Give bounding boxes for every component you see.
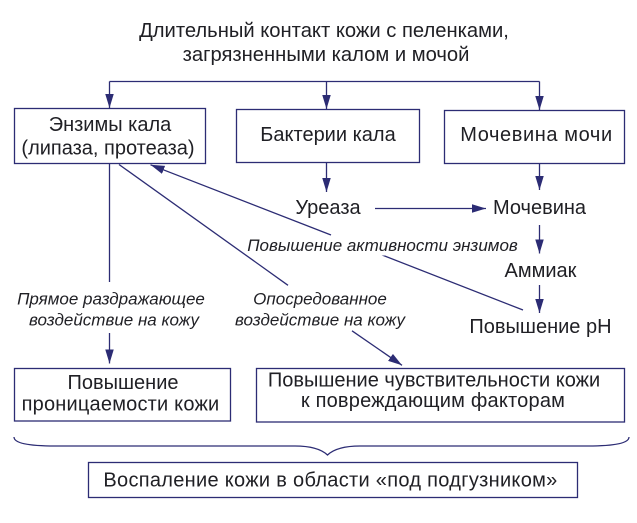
- svg-text:Повышение pH: Повышение pH: [469, 316, 611, 338]
- svg-text:воздействие на кожу: воздействие на кожу: [29, 311, 200, 330]
- svg-text:Аммиак: Аммиак: [505, 260, 577, 282]
- svg-text:Мочевина мочи: Мочевина мочи: [460, 124, 612, 146]
- svg-text:Длительный контакт кожи с пеле: Длительный контакт кожи с пеленками,: [139, 20, 509, 42]
- svg-text:Уреаза: Уреаза: [295, 197, 361, 219]
- svg-text:Повышение: Повышение: [67, 372, 178, 394]
- svg-text:Мочевина: Мочевина: [493, 197, 587, 219]
- svg-text:загрязненными калом и мочой: загрязненными калом и мочой: [183, 44, 470, 66]
- svg-text:Опосредованное: Опосредованное: [253, 290, 387, 309]
- svg-text:Прямое раздражающее: Прямое раздражающее: [17, 290, 205, 309]
- svg-text:воздействие на кожу: воздействие на кожу: [235, 311, 406, 330]
- svg-text:Повышение чувствительности кож: Повышение чувствительности кожи: [268, 370, 600, 392]
- svg-text:проницаемости кожи: проницаемости кожи: [22, 394, 220, 416]
- svg-text:Бактерии кала: Бактерии кала: [260, 124, 396, 146]
- svg-text:Воспаление кожи в области «под: Воспаление кожи в области «под подгузник…: [103, 470, 557, 492]
- svg-text:(липаза, протеаза): (липаза, протеаза): [21, 138, 194, 160]
- svg-text:Энзимы кала: Энзимы кала: [49, 114, 172, 136]
- svg-text:к повреждающим факторам: к повреждающим факторам: [301, 390, 565, 412]
- svg-text:Повышение активности энзимов: Повышение активности энзимов: [247, 236, 518, 255]
